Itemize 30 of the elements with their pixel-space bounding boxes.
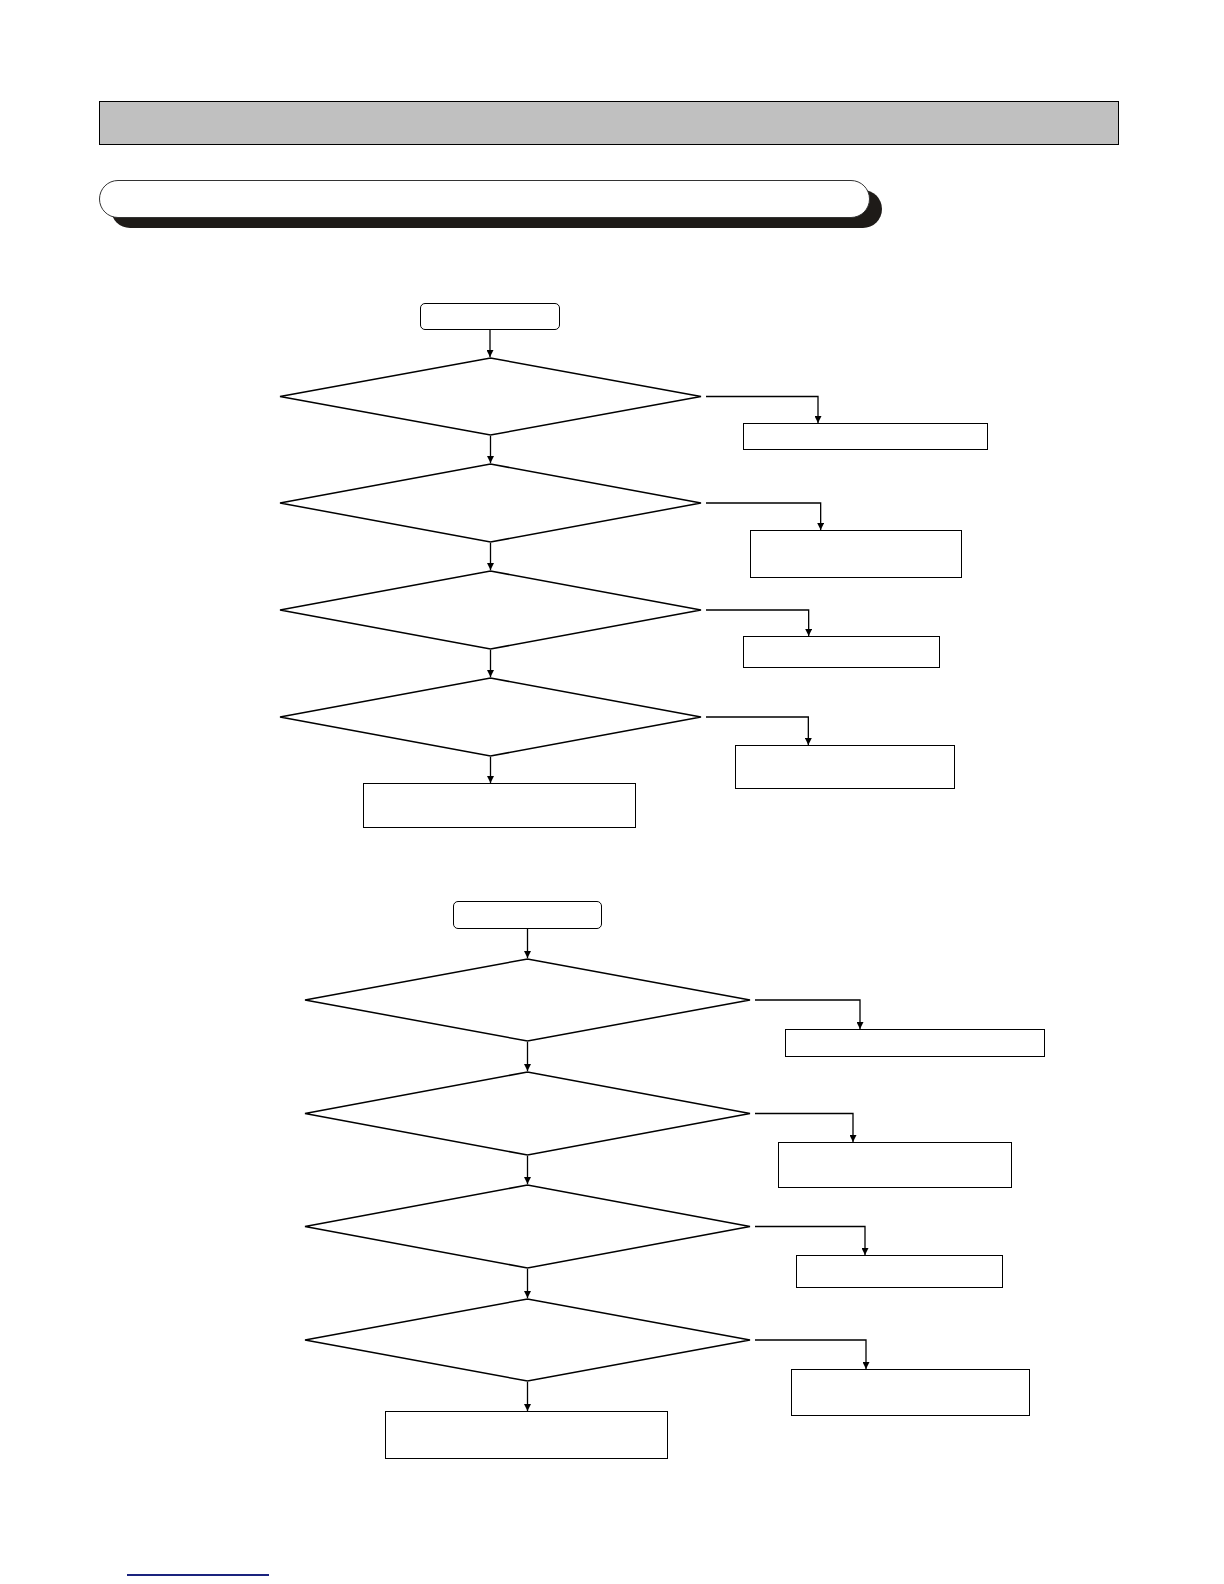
arrow bbox=[524, 1381, 531, 1412]
arrow bbox=[524, 1268, 531, 1299]
arrow bbox=[705, 716, 812, 746]
process-box bbox=[735, 745, 955, 789]
process-box bbox=[743, 423, 988, 450]
arrow bbox=[705, 609, 813, 637]
terminal-box bbox=[420, 303, 560, 330]
arrow bbox=[705, 502, 825, 531]
terminal-box bbox=[453, 901, 602, 929]
process-box bbox=[363, 783, 636, 828]
process-box bbox=[791, 1369, 1030, 1416]
arrow bbox=[487, 542, 494, 571]
arrow bbox=[754, 1339, 870, 1370]
process-box bbox=[750, 530, 962, 578]
arrow bbox=[487, 649, 494, 678]
arrow bbox=[487, 435, 494, 464]
process-box bbox=[785, 1029, 1045, 1057]
arrow bbox=[754, 1112, 857, 1143]
arrow bbox=[524, 1155, 531, 1185]
arrow bbox=[705, 395, 822, 424]
arrow bbox=[487, 756, 494, 784]
arrow bbox=[754, 1225, 869, 1256]
arrow bbox=[524, 1041, 531, 1072]
arrow bbox=[754, 999, 864, 1030]
process-box bbox=[385, 1411, 668, 1459]
arrow bbox=[486, 329, 494, 358]
process-box bbox=[796, 1255, 1003, 1288]
arrow bbox=[524, 928, 531, 959]
process-box bbox=[743, 636, 940, 668]
process-box bbox=[778, 1142, 1012, 1188]
